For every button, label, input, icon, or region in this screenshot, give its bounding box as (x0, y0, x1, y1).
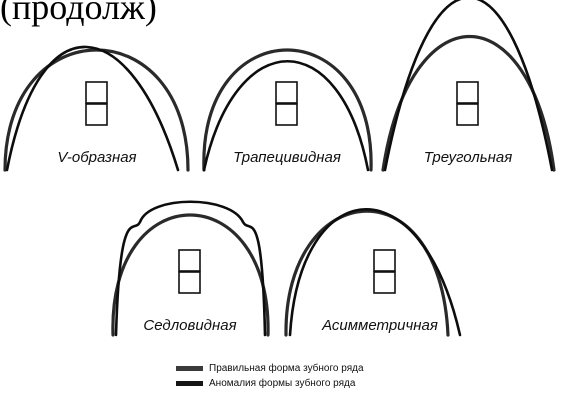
legend-swatch-anomaly (176, 381, 203, 386)
legend: Правильная форма зубного ряда Аномалия ф… (176, 361, 364, 391)
arch-label-asymmetric: Асимметричная (321, 317, 438, 334)
incisor-box (86, 104, 107, 125)
arch-trapezoid: Трапецивидная (204, 50, 371, 170)
arch-label-v-shaped: V-образная (57, 149, 136, 166)
incisor-box (86, 82, 107, 103)
incisor-box (374, 250, 395, 271)
incisor-box (276, 82, 297, 103)
incisor-box (374, 272, 395, 293)
arch-label-trapezoid: Трапецивидная (233, 149, 341, 166)
incisor-box (276, 104, 297, 125)
legend-label-normal: Правильная форма зубного ряда (209, 363, 364, 374)
incisor-box (457, 104, 478, 125)
arch-triangular: Треугольная (383, 0, 554, 170)
legend-item-normal: Правильная форма зубного ряда (176, 361, 364, 376)
arch-saddle: Седловидная (113, 202, 268, 335)
legend-item-anomaly: Аномалия формы зубного ряда (176, 376, 364, 391)
legend-swatch-normal (176, 366, 203, 371)
incisor-box (457, 82, 478, 103)
legend-label-anomaly: Аномалия формы зубного ряда (209, 378, 355, 389)
arch-label-saddle: Седловидная (143, 317, 236, 334)
incisor-box (179, 250, 200, 271)
arch-asymmetric: Асимметричная (286, 209, 460, 335)
arch-v-shaped: V-образная (5, 47, 188, 170)
incisor-box (179, 272, 200, 293)
arch-label-triangular: Треугольная (424, 149, 513, 166)
